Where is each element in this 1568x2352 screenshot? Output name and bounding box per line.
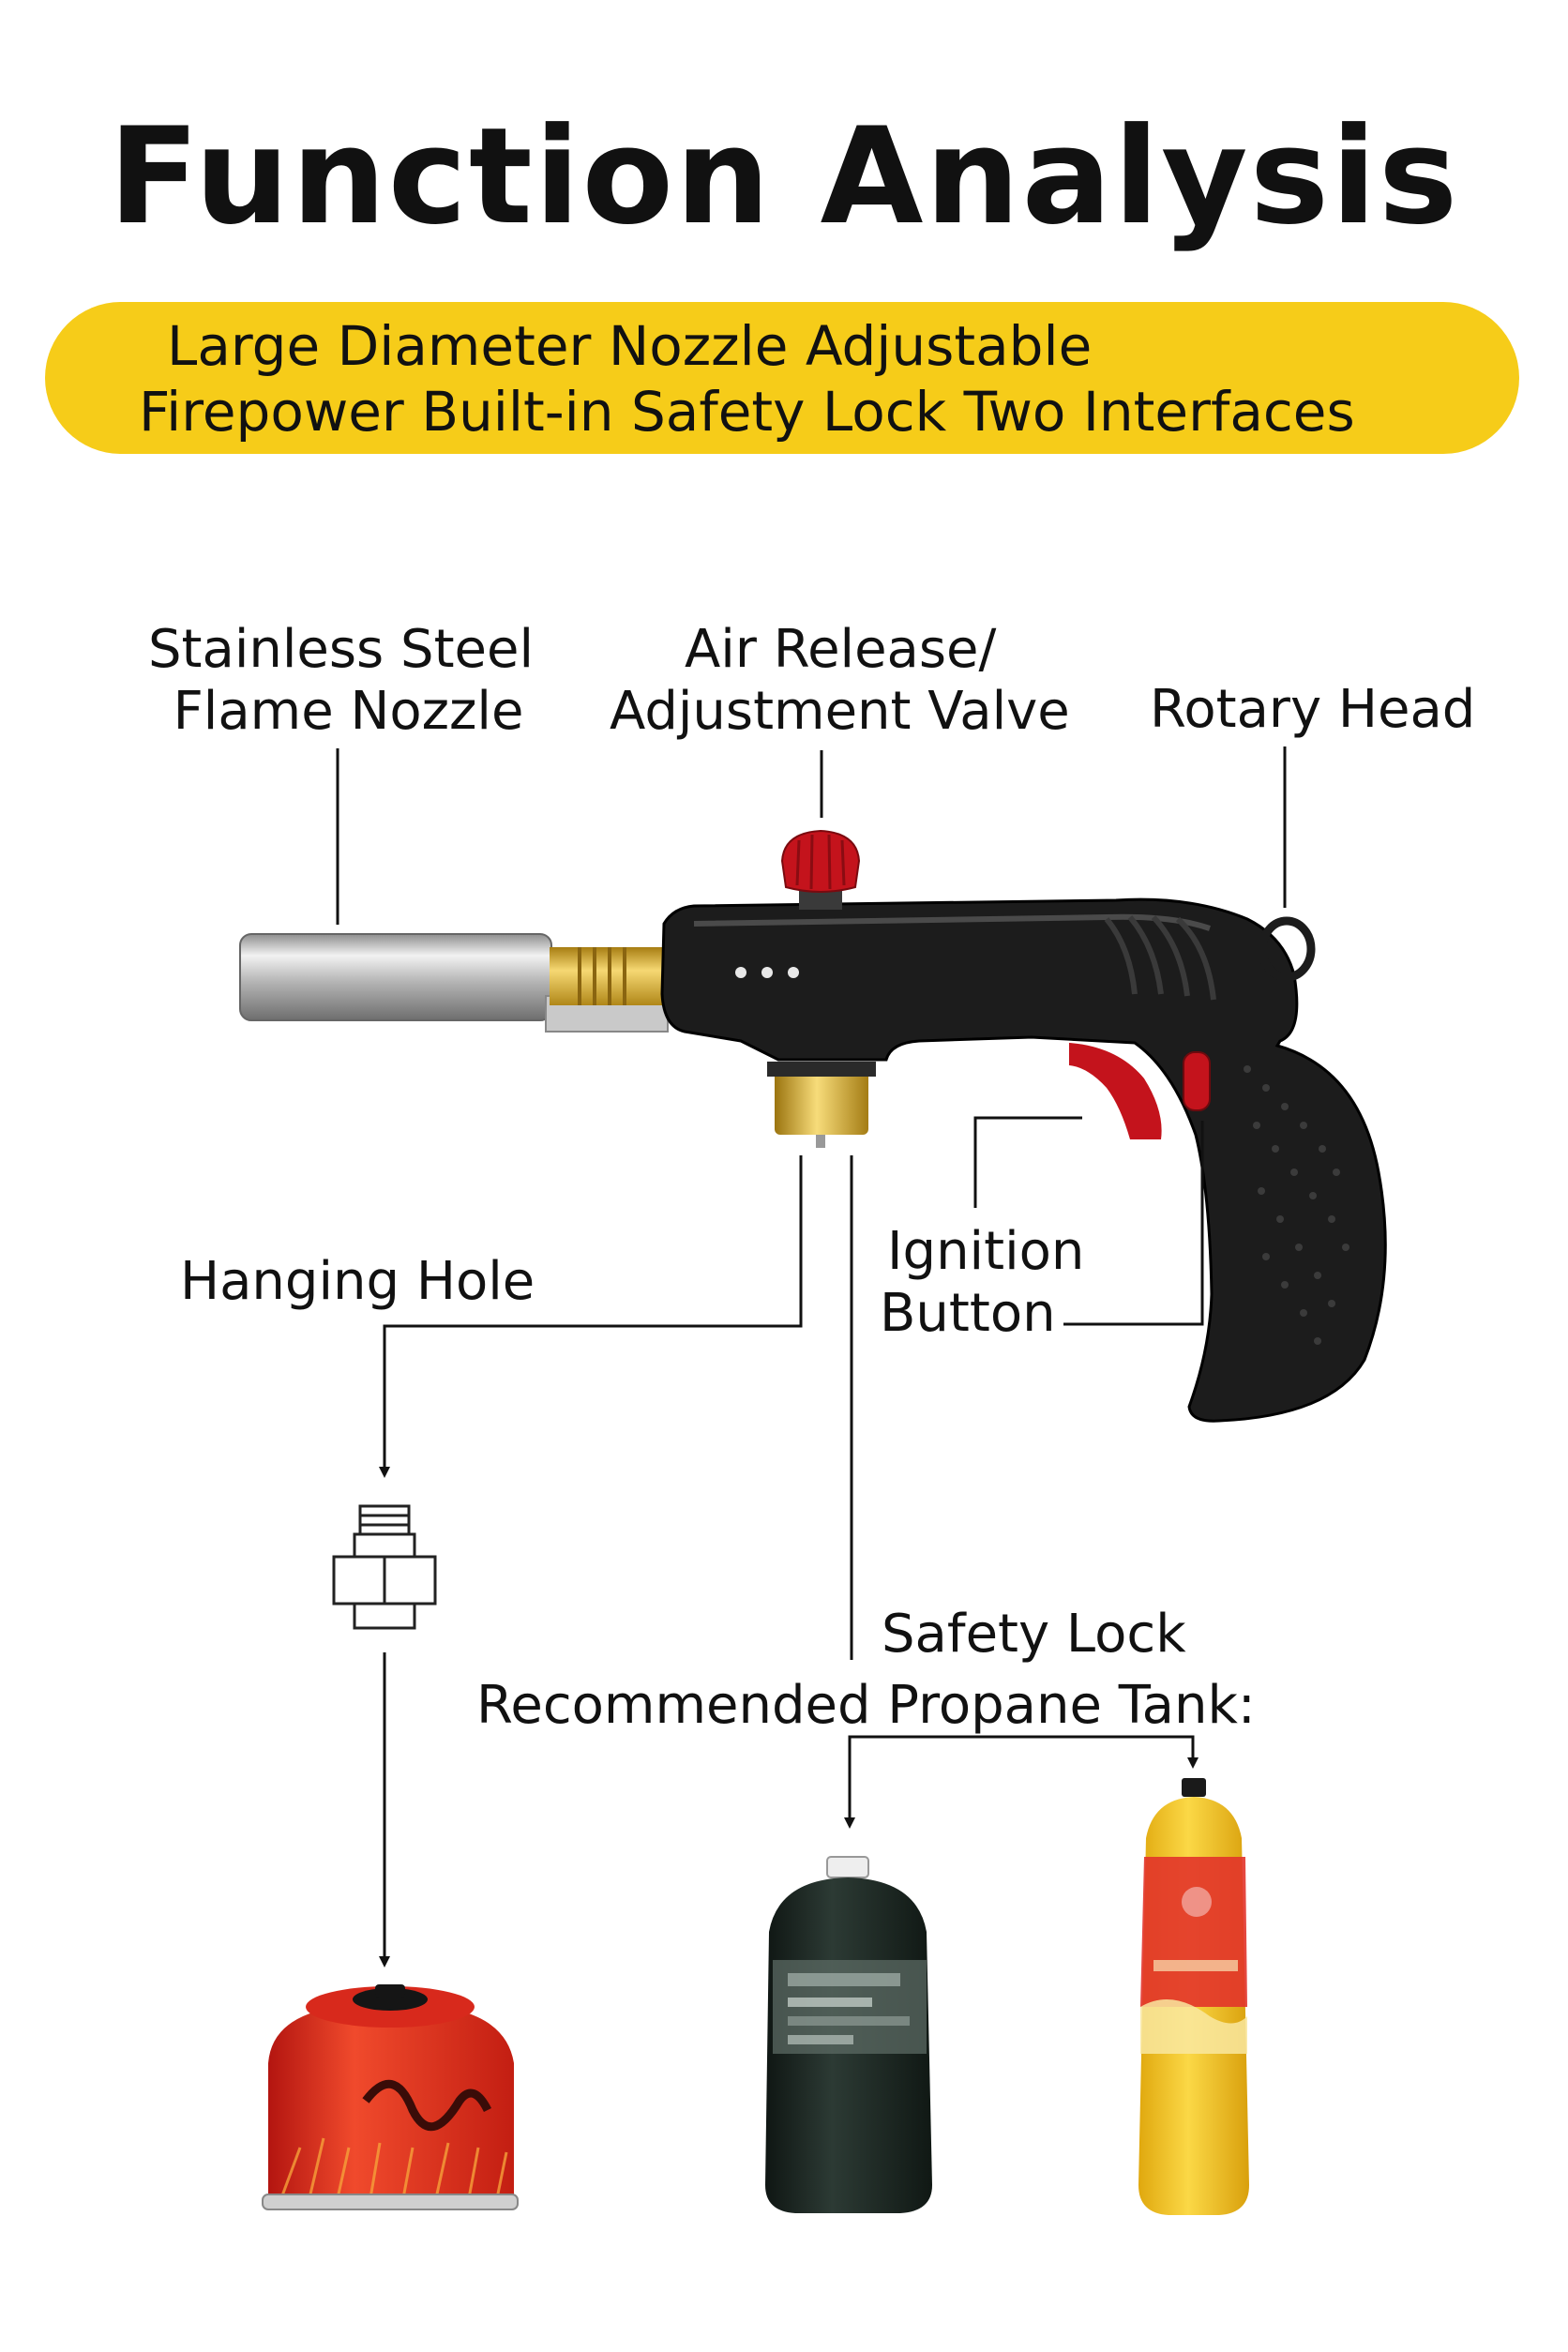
nozzle-label-line-2: Flame Nozzle <box>173 681 524 742</box>
torch-icon <box>239 829 1387 1423</box>
feature-banner: Large Diameter Nozzle Adjustable Firepow… <box>45 302 1519 454</box>
valve-label-line-2: Adjustment Valve <box>610 681 1070 742</box>
ignition-label-line-1: Ignition <box>887 1221 1085 1282</box>
banner-line-1: Large Diameter Nozzle Adjustable <box>167 314 1093 378</box>
page-title: Function Analysis <box>108 99 1460 254</box>
dark-propane-tank-icon <box>765 1856 932 2213</box>
yellow-gas-cylinder-icon <box>1138 1778 1249 2215</box>
banner-line-2: Firepower Built-in Safety Lock Two Inter… <box>139 380 1355 444</box>
adapter-icon <box>332 1504 437 1630</box>
rotary-head-label: Rotary Head <box>1150 679 1476 740</box>
hanging-hole-leader <box>379 1155 803 1478</box>
ignition-label-line-2: Button <box>880 1283 1056 1344</box>
nozzle-label: Stainless Steel Flame Nozzle <box>148 619 534 743</box>
red-canister-icon <box>262 1984 519 2210</box>
nozzle-label-line-1: Stainless Steel <box>148 619 535 680</box>
safety-lock-label: Safety Lock <box>882 1604 1186 1665</box>
hanging-hole-label: Hanging Hole <box>180 1251 535 1312</box>
trigger-leader <box>973 1116 1082 1208</box>
ignition-leader <box>1063 1121 1204 1326</box>
tank-branch-right <box>848 1735 1199 1769</box>
leader-lines <box>336 746 1287 1968</box>
recommended-tank-label: Recommended Propane Tank: <box>476 1675 1256 1736</box>
valve-label: Air Release/ Adjustment Valve <box>610 619 1070 743</box>
ignition-button-label: Ignition Button <box>880 1221 1084 1345</box>
valve-label-line-1: Air Release/ <box>685 619 997 680</box>
